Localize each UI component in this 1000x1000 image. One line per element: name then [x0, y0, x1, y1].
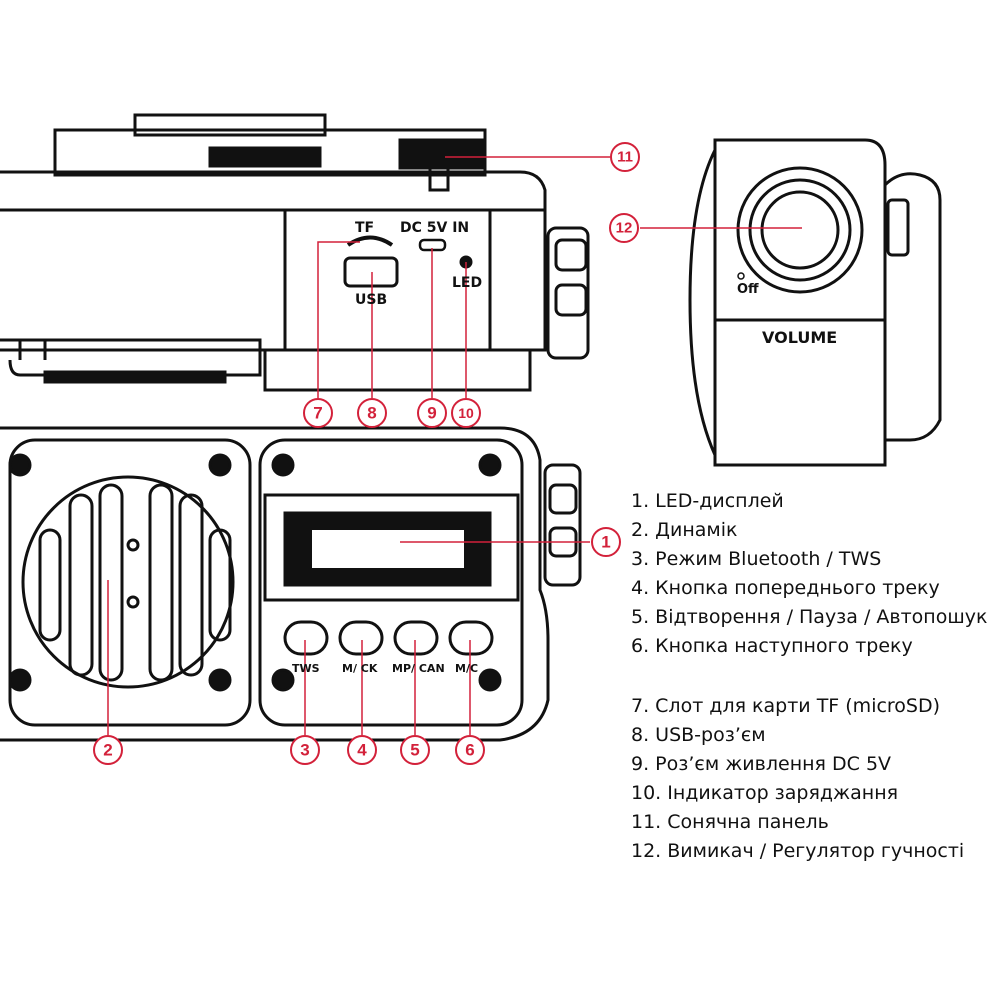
legend-item: 4. Кнопка попереднього треку: [631, 577, 940, 599]
led-label: LED: [452, 275, 482, 291]
volume-label: VOLUME: [762, 328, 837, 347]
button-prev: [338, 620, 384, 656]
radio-front-view: [0, 426, 582, 742]
legend-item: 1. LED-дисплей: [631, 490, 784, 512]
legend-item: 11. Сонячна панель: [631, 811, 829, 833]
legend-item: 10. Індикатор заряджання: [631, 782, 899, 804]
button-label-tws: TWS: [292, 662, 320, 675]
callout-lines: [107, 156, 802, 735]
legend-item: 12. Вимикач / Регулятор гучності: [631, 840, 965, 862]
callout-6: 6: [465, 741, 474, 760]
button-tws: [283, 620, 329, 656]
button-next: [448, 620, 494, 656]
legend-item: 3. Режим Bluetooth / TWS: [631, 548, 882, 570]
legend-item: 2. Динамік: [631, 519, 738, 541]
button-label-next: M/C: [455, 662, 478, 675]
callout-12: 12: [616, 220, 633, 237]
dc-label: DC 5V IN: [400, 220, 469, 236]
radio-side-view: [688, 138, 942, 467]
callout-8: 8: [367, 404, 376, 423]
callout-2: 2: [103, 741, 112, 760]
volume-knob: [760, 190, 840, 270]
legend-item: 8. USB-роз’єм: [631, 724, 766, 746]
callout-3: 3: [300, 741, 309, 760]
legend-item: 7. Слот для карти TF (microSD): [631, 695, 941, 717]
off-label: Off: [737, 282, 759, 297]
callout-5: 5: [410, 741, 419, 760]
callout-10: 10: [458, 405, 474, 421]
usb-label: USB: [355, 292, 387, 308]
button-play: [393, 620, 439, 656]
usb-port: [343, 256, 399, 288]
radio-top-view: [0, 113, 590, 392]
callout-circles: [93, 142, 640, 765]
callout-4: 4: [357, 741, 367, 760]
callout-9: 9: [427, 404, 436, 423]
legend-item: 5. Відтворення / Пауза / Автопошук: [631, 606, 988, 628]
tf-label: TF: [355, 220, 374, 236]
callout-1: 1: [601, 533, 610, 552]
callout-11: 11: [617, 149, 633, 166]
button-label-play: MP/ CAN: [392, 662, 445, 675]
solar-panel: [398, 138, 487, 170]
callout-7: 7: [313, 404, 322, 423]
legend-item: 6. Кнопка наступного треку: [631, 635, 913, 657]
legend-item: 9. Роз’єм живлення DC 5V: [631, 753, 892, 775]
button-label-prev: M/ CK: [342, 662, 378, 675]
